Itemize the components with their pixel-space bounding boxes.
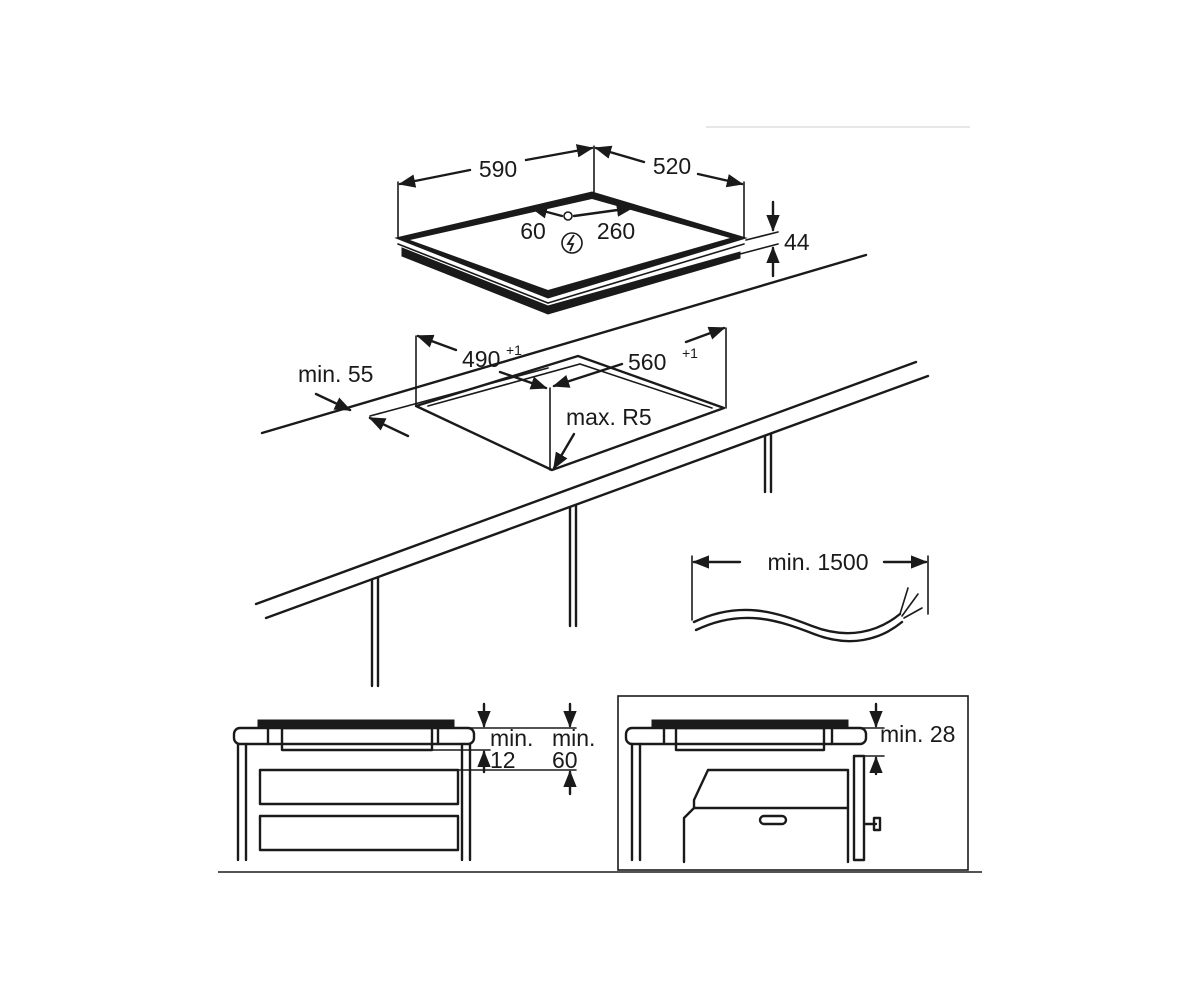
- oven-body: [682, 768, 850, 864]
- radius-arrow: [552, 432, 576, 470]
- dim-60-arrow: [530, 205, 564, 219]
- cooktop-edge-right: [547, 243, 745, 304]
- ext-top-44: [745, 231, 779, 241]
- gap2-label: min.: [552, 725, 595, 751]
- cutout-width-label: 560: [628, 349, 666, 375]
- oven-handle: [758, 814, 788, 826]
- oven-section-view: min. 28: [617, 695, 969, 871]
- oven-worktop: [624, 726, 868, 746]
- cutout-depth-label: 490: [462, 346, 500, 372]
- cooktop-edge-left: [397, 243, 549, 304]
- dim-560-arrow-right: [684, 326, 726, 344]
- dim-590-arrow-right: [524, 144, 594, 162]
- electrical-hazard-icon: [561, 232, 583, 254]
- ext-bottom-44: [739, 243, 779, 255]
- cooktop-width-label: 590: [479, 156, 517, 182]
- cutout-outline: [414, 354, 726, 472]
- worktop-front-bottom: [264, 374, 930, 620]
- dim-55-arrow-out: [368, 416, 410, 438]
- cooktop-base: [401, 247, 741, 315]
- cable-length-label: min. 1500: [767, 549, 868, 575]
- drawer-section-view: min. 12 min. 60: [232, 702, 595, 862]
- cable-wire-top: [692, 608, 902, 635]
- oven-front-panel: [852, 754, 866, 862]
- oven-cooktop-body: [674, 726, 826, 752]
- gap2-value: 60: [552, 747, 578, 773]
- cutout-width-tolerance: +1: [682, 345, 698, 361]
- cutout: 490 +1 560 +1 min. 55 max. R5: [298, 326, 727, 472]
- radius-label: max. R5: [566, 404, 652, 430]
- cable: min. 1500: [691, 549, 929, 643]
- worktop: [254, 253, 930, 688]
- cutout-depth-tolerance: +1: [506, 342, 522, 358]
- cable-wire-bottom: [694, 616, 904, 643]
- cable-strands-icon: [899, 587, 923, 619]
- drawer-1: [258, 768, 460, 806]
- dim-520-arrow-right: [696, 172, 744, 188]
- drawer-2: [258, 814, 460, 852]
- edge-min-label: min. 55: [298, 361, 373, 387]
- dim-490-arrow-left: [416, 334, 458, 352]
- cooktop: 590 520 60 260 44: [394, 144, 810, 315]
- dim-260-arrow: [572, 203, 634, 218]
- gap1-label: min.: [490, 725, 533, 751]
- worktop-back-edge: [260, 253, 868, 435]
- conn-right-label: 260: [597, 218, 635, 244]
- conn-left-label: 60: [520, 218, 546, 244]
- drawer-cooktop-body: [280, 726, 434, 752]
- cooktop-depth-label: 520: [653, 153, 691, 179]
- oven-knob-icon: [872, 816, 882, 832]
- dim-490-arrow-right: [498, 370, 548, 390]
- oven-gap-label: min. 28: [880, 721, 955, 747]
- dim-590-arrow-left: [398, 168, 472, 188]
- oven-view-frame: [617, 695, 969, 871]
- worktop-front-top: [254, 360, 918, 606]
- dim-55-arrow-in: [314, 392, 352, 412]
- cooktop-height-label: 44: [784, 229, 810, 255]
- gap1-value: 12: [490, 747, 516, 773]
- connection-point: [563, 211, 573, 221]
- dim-520-arrow-left: [594, 145, 646, 164]
- cutout-inner: [427, 363, 713, 409]
- dim-560-arrow-left: [552, 362, 624, 388]
